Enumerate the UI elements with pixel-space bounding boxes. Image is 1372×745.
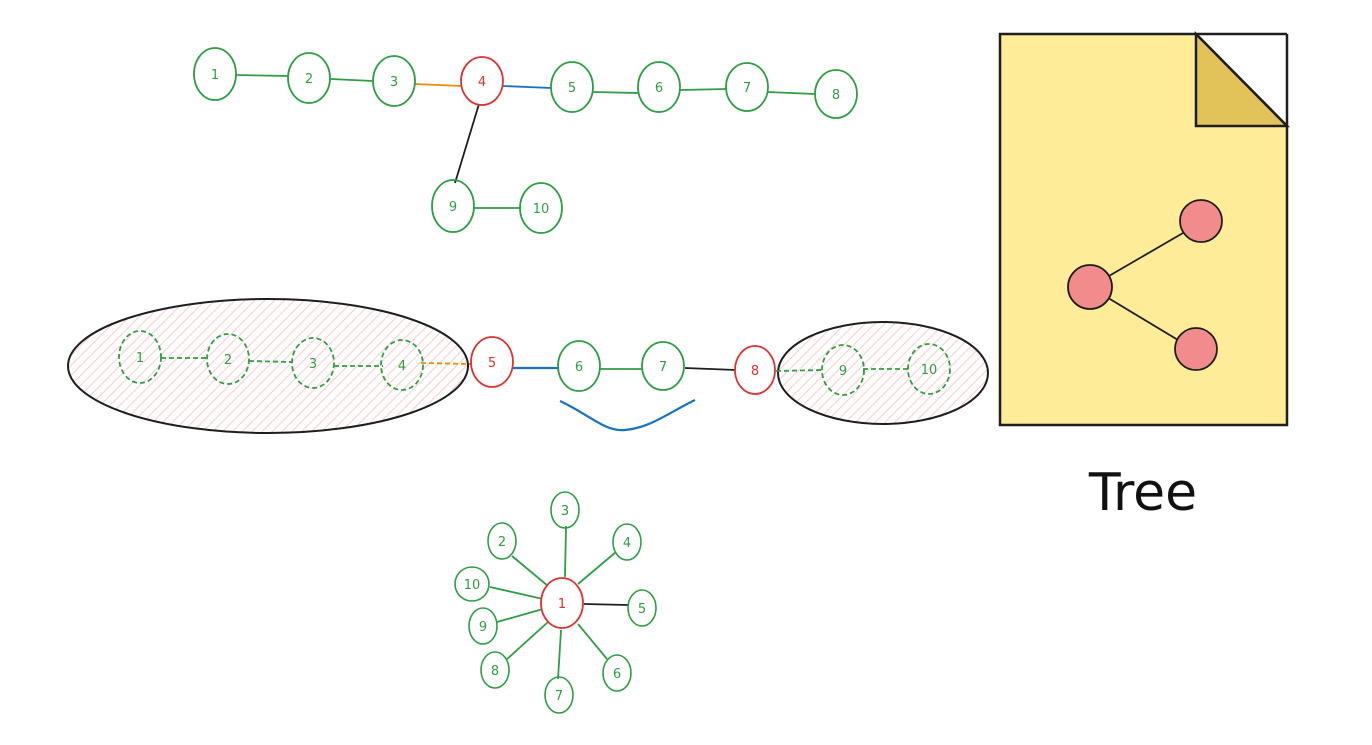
node-label: 9 <box>449 200 457 215</box>
node-label: 2 <box>224 353 232 368</box>
node-label: 3 <box>390 75 398 90</box>
node-4: 4 <box>380 339 424 391</box>
node-label: 6 <box>613 667 621 682</box>
node-8: 8 <box>814 69 858 119</box>
edge-2-3 <box>248 360 293 363</box>
node-label: 10 <box>921 363 938 378</box>
node-label: 5 <box>488 356 496 371</box>
edge-2-3 <box>330 78 374 82</box>
diagram-path-with-groups: 1 2 3 4 5 6 7 8 <box>67 298 989 434</box>
node-5: 5 <box>470 336 514 388</box>
node-2: 2 <box>206 333 250 385</box>
node-2: 2 <box>287 52 331 104</box>
node-label: 6 <box>575 360 583 375</box>
node-center-1: 1 <box>540 577 584 629</box>
node-label: 1 <box>136 351 144 366</box>
node-6: 6 <box>602 654 632 692</box>
group-right <box>777 321 989 425</box>
node-label: 1 <box>558 597 566 612</box>
node-4: 4 <box>460 56 504 106</box>
node-10: 10 <box>519 182 563 234</box>
edge-1-3 <box>564 525 567 578</box>
node-1: 1 <box>118 330 162 384</box>
page-fold <box>1194 30 1290 128</box>
node-10: 10 <box>907 343 951 395</box>
node-label: 4 <box>478 75 486 90</box>
node-7: 7 <box>725 62 769 112</box>
edge-6-7 <box>679 88 728 91</box>
node-label: 3 <box>309 357 317 372</box>
node-7: 7 <box>641 341 685 391</box>
edge-1-2 <box>235 74 289 77</box>
node-label: 2 <box>498 535 506 550</box>
node-label: 10 <box>533 202 550 217</box>
node-8: 8 <box>480 651 510 689</box>
edge-1-6 <box>577 623 608 660</box>
node-5: 5 <box>550 61 594 113</box>
edge-1-9 <box>496 608 544 623</box>
edge-1-7 <box>557 629 562 680</box>
tree-node-child-bottom <box>1174 327 1218 371</box>
edge-3-4 <box>414 83 462 87</box>
diagram-star: 1 2 3 4 5 6 7 8 <box>454 491 657 714</box>
node-label: 8 <box>751 364 759 379</box>
node-label: 3 <box>561 504 569 519</box>
node-5: 5 <box>627 589 657 627</box>
node-label: 1 <box>211 68 219 83</box>
node-label: 9 <box>479 620 487 635</box>
diagram-path-with-branch: 1 2 3 4 5 6 7 8 <box>193 47 858 234</box>
node-8: 8 <box>734 345 776 395</box>
node-label: 8 <box>832 88 840 103</box>
node-label: 10 <box>464 578 481 593</box>
group-left <box>67 298 469 434</box>
node-9: 9 <box>821 344 865 396</box>
edge-4-5 <box>502 85 552 89</box>
node-3: 3 <box>291 337 335 389</box>
edge-1-2 <box>511 555 549 587</box>
node-label: 2 <box>305 72 313 87</box>
node-10: 10 <box>454 566 490 602</box>
node-4: 4 <box>612 523 642 561</box>
node-label: 7 <box>743 81 751 96</box>
node-3: 3 <box>372 55 416 107</box>
node-label: 6 <box>655 81 663 96</box>
tree-node-child-top <box>1179 199 1223 243</box>
edge-7-8 <box>766 91 816 95</box>
node-label: 4 <box>398 359 406 374</box>
tree-caption: Tree <box>1088 463 1197 523</box>
node-label: 5 <box>638 602 646 617</box>
edge-7-8 <box>684 367 737 371</box>
node-9: 9 <box>431 179 475 233</box>
node-9: 9 <box>468 607 498 645</box>
tree-node-root <box>1067 264 1113 310</box>
node-label: 7 <box>555 689 563 704</box>
tree-document-icon <box>998 30 1290 427</box>
node-label: 7 <box>659 360 667 375</box>
node-label: 8 <box>491 664 499 679</box>
edge-1-10 <box>489 586 544 600</box>
node-6: 6 <box>557 340 601 392</box>
node-7: 7 <box>544 676 574 714</box>
edge-1-5 <box>583 603 629 606</box>
node-2: 2 <box>487 522 517 560</box>
node-3: 3 <box>550 491 580 529</box>
edge-4-5 <box>420 362 472 365</box>
edge-1-8 <box>505 621 549 661</box>
node-label: 4 <box>623 536 631 551</box>
node-label: 5 <box>568 81 576 96</box>
edge-1-4 <box>577 551 617 585</box>
edge-5-6 <box>592 91 639 94</box>
edge-4-9 <box>454 103 480 184</box>
node-6: 6 <box>637 61 681 113</box>
node-1: 1 <box>193 47 237 101</box>
blue-brace <box>559 399 696 432</box>
node-label: 9 <box>839 364 847 379</box>
